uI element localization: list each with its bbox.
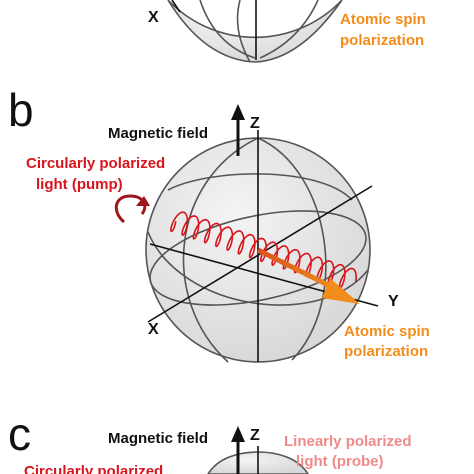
panel-c-z-label: Z xyxy=(250,427,260,444)
panel-b-ring xyxy=(147,231,369,306)
panel-b-magnetic-field-label: Magnetic field xyxy=(108,125,208,142)
panel-b-spin-arrow-head xyxy=(322,278,360,304)
panel-a-sphere xyxy=(167,0,343,63)
panel-b-ring-2 xyxy=(167,173,353,201)
panel-b-rotation-arrow xyxy=(114,194,147,224)
panel-c-field-arrow-head xyxy=(231,426,245,442)
panel-c: c Magnetic field Z Linearly polarized li… xyxy=(8,408,412,474)
panel-b-spin-label-1: Atomic spin xyxy=(344,323,430,340)
panel-b-y-label: Y xyxy=(388,293,399,310)
panel-c-letter: c xyxy=(8,408,31,460)
panel-a-spin-label-2: polarization xyxy=(340,32,424,49)
panel-b-spin-label-2: polarization xyxy=(344,343,428,360)
panel-b-letter: b xyxy=(8,84,34,136)
panel-b-pump-label-1: Circularly polarized xyxy=(26,155,165,172)
panel-a-ring xyxy=(236,0,251,63)
panel-b-spin-arrow-shaft xyxy=(256,247,340,293)
panel-b-field-arrow-head xyxy=(231,104,245,120)
panel-a-x-label: X xyxy=(148,9,159,26)
panel-c-magnetic-field-label: Magnetic field xyxy=(108,430,208,447)
panel-c-probe-label-1: Linearly polarized xyxy=(284,433,412,450)
panel-c-pump-label-partial: Circularly polarized xyxy=(24,463,163,474)
panel-b-z-label: Z xyxy=(250,115,260,132)
panel-b-equator xyxy=(149,210,367,306)
panel-b-rotation-arrow-head xyxy=(136,196,150,206)
panel-b-x-axis xyxy=(147,185,373,323)
panel-a: X Atomic spin polarization xyxy=(148,0,426,63)
panel-b: b Magnetic field Z Circularly polarized … xyxy=(8,84,430,363)
panel-a-spin-label-1: Atomic spin xyxy=(340,11,426,28)
panel-b-meridian-side xyxy=(257,137,327,361)
panel-a-x-axis xyxy=(171,0,181,13)
panel-b-pump-label-2: light (pump) xyxy=(36,176,123,193)
panel-a-meridian-2 xyxy=(259,0,319,59)
panel-b-x-label: X xyxy=(148,321,159,338)
panel-c-probe-label-2: light (probe) xyxy=(296,453,383,470)
panel-b-meridian-front xyxy=(182,137,259,363)
